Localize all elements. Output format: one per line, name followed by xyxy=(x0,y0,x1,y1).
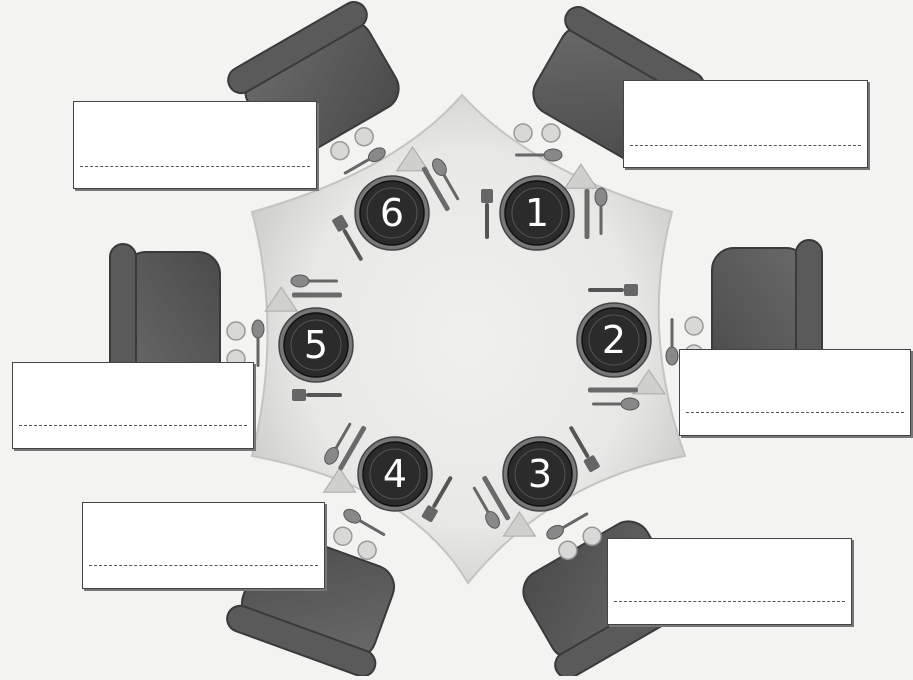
cup-icon xyxy=(542,124,560,142)
cup-icon xyxy=(514,124,532,142)
cup-icon xyxy=(583,527,601,545)
cup-icon xyxy=(355,128,373,146)
cup-icon xyxy=(334,527,352,545)
name-box-seat-2[interactable] xyxy=(679,349,911,436)
writing-line xyxy=(686,412,904,413)
cup-icon xyxy=(331,142,349,160)
writing-line xyxy=(630,145,861,146)
seat-number-3: 3 xyxy=(528,452,552,496)
writing-line xyxy=(614,601,845,602)
name-box-seat-6[interactable] xyxy=(73,101,317,189)
knife-icon xyxy=(292,293,342,298)
cup-icon xyxy=(559,541,577,559)
name-box-seat-4[interactable] xyxy=(82,502,325,589)
seat-number-5: 5 xyxy=(304,323,328,367)
seat-number-2: 2 xyxy=(602,318,626,362)
name-box-seat-3[interactable] xyxy=(607,538,852,625)
writing-line xyxy=(19,425,247,426)
name-box-seat-5[interactable] xyxy=(12,362,254,449)
cup-icon xyxy=(227,322,245,340)
knife-icon xyxy=(588,388,638,393)
writing-line xyxy=(80,166,310,167)
writing-line xyxy=(89,565,318,566)
cup-icon xyxy=(358,541,376,559)
spoon-icon xyxy=(666,318,678,365)
seat-number-4: 4 xyxy=(383,452,407,496)
seat-number-1: 1 xyxy=(525,191,549,235)
spoon-icon xyxy=(252,320,264,367)
seat-number-6: 6 xyxy=(380,191,404,235)
name-box-seat-1[interactable] xyxy=(623,80,868,168)
cup-icon xyxy=(685,317,703,335)
knife-icon xyxy=(585,189,590,239)
